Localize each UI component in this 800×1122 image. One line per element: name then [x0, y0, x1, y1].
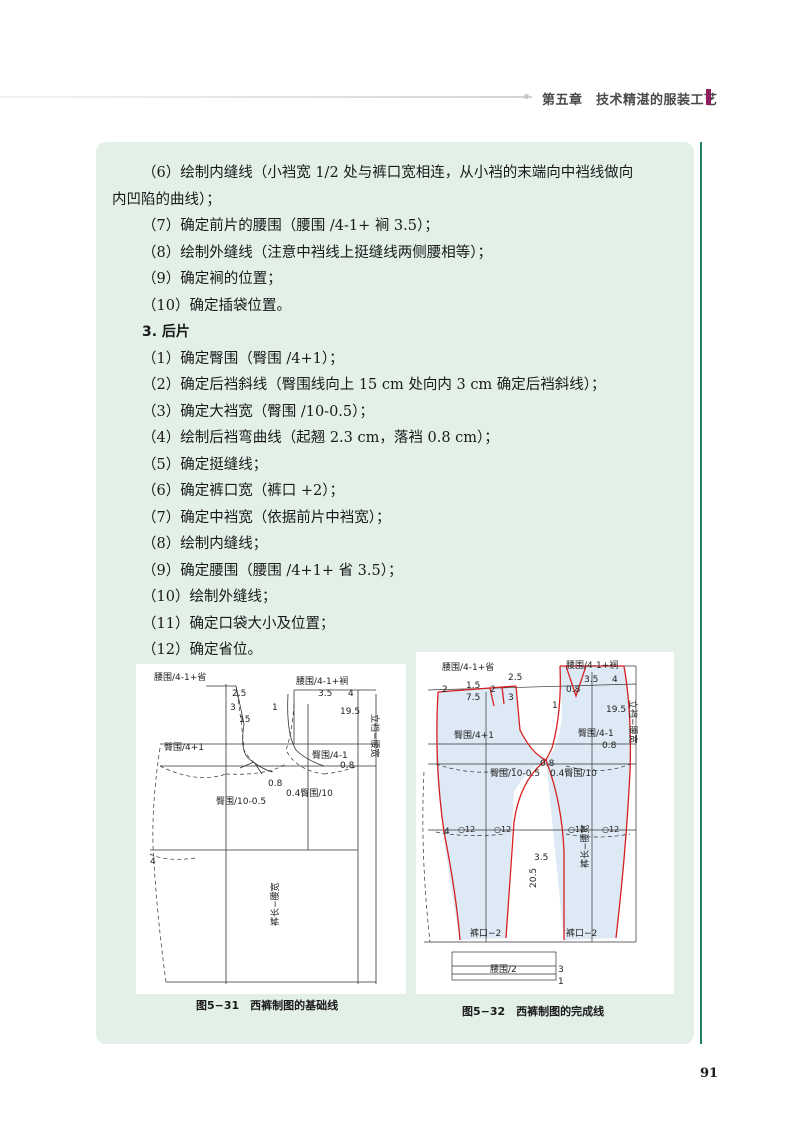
label-7-5: 7.5 — [466, 693, 480, 703]
header-accent-bar — [706, 89, 711, 105]
label-2-b: 2 — [490, 685, 496, 695]
body-line: （7）确定中裆宽（依据前片中裆宽）； — [142, 509, 391, 526]
right-margin-rule — [700, 142, 702, 1044]
label-rise: 立裆−腰宽 — [627, 700, 639, 744]
label-back-crotch: 臀围/10-0.5 — [216, 796, 266, 807]
back-outseam-red — [436, 691, 461, 941]
label-3-5-b: 3.5 — [534, 853, 548, 863]
body-line: （10）绘制外缝线； — [142, 589, 277, 605]
label-19-5: 19.5 — [606, 705, 626, 715]
label-2-5: 2.5 — [508, 673, 522, 683]
label-front-crotch: 0.4臀围/10 — [550, 768, 597, 779]
page-number: 91 — [700, 1066, 719, 1081]
label-waist-front: 腰围/4-1+裥 — [296, 675, 348, 687]
body-text: （6）绘制内缝线（小裆宽 1/2 处与裤口宽相连，从小裆的末端向中裆线做向 内凹… — [112, 160, 692, 664]
front-inseam-red — [545, 759, 565, 940]
label-4: 4 — [612, 675, 618, 685]
figure-caption-5-31: 图5−31 西裤制图的基础线 — [196, 999, 339, 1012]
body-line: （1）确定臀围（臀围 /4+1）； — [142, 350, 344, 367]
label-knee-b: ○12 — [494, 825, 511, 834]
label-front-crotch: 0.4臀围/10 — [286, 788, 333, 799]
label-hip-back: 臀围/4+1 — [164, 742, 204, 753]
label-hip-front: 臀围/4-1 — [312, 750, 348, 761]
body-line: （9）确定腰围（腰围 /4+1+ 省 3.5）； — [142, 562, 403, 579]
body-line: （6）确定裤口宽（裤口 +2）； — [142, 483, 344, 499]
label-hip-back: 臀围/4+1 — [454, 730, 494, 741]
label-rise: 立裆−腰宽 — [369, 714, 381, 758]
body-line: （7）确定前片的腰围（腰围 /4-1+ 裥 3.5）； — [142, 218, 439, 234]
back-piece-fill — [436, 686, 546, 940]
outseam-back-dashed — [152, 747, 167, 983]
body-line: （8）绘制外缝线（注意中裆线上挺缝线两侧腰相等）； — [142, 244, 492, 261]
body-line: （6）绘制内缝线（小裆宽 1/2 处与裤口宽相连，从小裆的末端向中裆线做向 — [142, 165, 634, 181]
label-1-b: 1 — [558, 977, 564, 987]
label-waistband: 腰围/2 — [490, 964, 517, 975]
label-knee-d: ○12 — [602, 825, 619, 834]
label-2: 2 — [442, 685, 448, 695]
label-0-8: 0.8 — [566, 685, 581, 695]
front-piece-fill — [546, 666, 631, 940]
label-3-5: 3.5 — [318, 689, 332, 699]
figure-caption-5-32: 图5−32 西裤制图的完成线 — [462, 1005, 605, 1018]
body-line: （12）确定省位。 — [142, 642, 262, 658]
header-rule — [0, 96, 532, 98]
label-hip-front: 臀围/4-1 — [578, 728, 614, 739]
label-length: 裤长−腰宽 — [579, 824, 591, 868]
front-pleat-red — [565, 665, 587, 699]
body-line: （11）确定口袋大小及位置； — [142, 615, 335, 632]
figure-trouser-finished-lines: 腰围/4-1+省 腰围/4-1+裥 2.5 2 1.5 2 3 7.5 0.8 … — [416, 652, 674, 994]
body-line: 内凹陷的曲线）； — [112, 191, 221, 208]
label-knee-a: ○12 — [458, 825, 475, 834]
label-3: 3 — [508, 693, 514, 703]
label-length: 裤长−腰宽 — [269, 882, 281, 926]
body-line: （10）确定插袋位置。 — [142, 297, 291, 314]
label-15: 15 — [239, 715, 250, 725]
front-outseam-red — [615, 665, 632, 939]
label-0-8-a: 0.8 — [340, 761, 355, 771]
label-0-8-b: 0.8 — [602, 741, 617, 751]
body-line: （2）确定后裆斜线（臀围线向上 15 cm 处向内 3 cm 确定后裆斜线）； — [142, 377, 606, 393]
label-4-b: 4 — [444, 827, 450, 837]
label-back-crotch: 臀围/10-0.5 — [490, 768, 540, 779]
back-dart-red — [489, 686, 505, 707]
label-20-5: 20.5 — [529, 868, 539, 888]
label-3: 3 — [230, 703, 236, 713]
label-3-5: 3.5 — [584, 675, 598, 685]
body-line: （4）绘制后裆弯曲线（起翘 2.3 cm，落裆 0.8 cm）； — [142, 430, 499, 446]
body-line: （3）确定大裆宽（臀围 /10-0.5）； — [142, 403, 374, 420]
label-hem-front: 裤口−2 — [566, 927, 597, 939]
body-line: （5）确定挺缝线； — [142, 456, 268, 473]
label-4: 4 — [348, 689, 354, 699]
label-hem-back: 裤口−2 — [470, 927, 501, 939]
pattern-diagram-base: 腰围/4-1+省 腰围/4-1+裥 2.5 3 15 3.5 4 1 19.5 … — [149, 671, 381, 984]
body-line: （8）绘制内缝线； — [142, 536, 268, 552]
label-1-5: 1.5 — [466, 681, 480, 691]
label-19-5: 19.5 — [340, 707, 360, 717]
chapter-title: 第五章 技术精湛的服装工艺 — [542, 93, 718, 108]
label-0-8-b: 0.8 — [268, 779, 283, 789]
label-3-b: 3 — [558, 965, 564, 975]
back-waist-red — [437, 685, 517, 693]
label-4-b: 4 — [150, 857, 156, 867]
figure-trouser-base-lines: 腰围/4-1+省 腰围/4-1+裥 2.5 3 15 3.5 4 1 19.5 … — [136, 664, 406, 994]
section-heading: 3. 后片 — [142, 324, 190, 340]
label-2-5: 2.5 — [232, 689, 246, 699]
header-dot — [524, 94, 529, 99]
pattern-diagram-finished: 腰围/4-1+省 腰围/4-1+裥 2.5 2 1.5 2 3 7.5 0.8 … — [422, 659, 639, 987]
back-crotch-red — [515, 685, 547, 761]
label-0-8-c: 0.8 — [540, 759, 555, 769]
label-waist-front: 腰围/4-1+裥 — [566, 659, 618, 671]
label-1: 1 — [552, 701, 558, 711]
front-crotch-red — [545, 665, 561, 761]
label-waist-back: 腰围/4-1+省 — [442, 661, 494, 673]
label-waist-back: 腰围/4-1+省 — [154, 671, 206, 683]
back-inseam-red — [505, 759, 547, 939]
body-line: （9）确定裥的位置； — [142, 271, 282, 287]
label-1: 1 — [272, 703, 278, 713]
label-knee-c: ○12 — [568, 825, 585, 834]
